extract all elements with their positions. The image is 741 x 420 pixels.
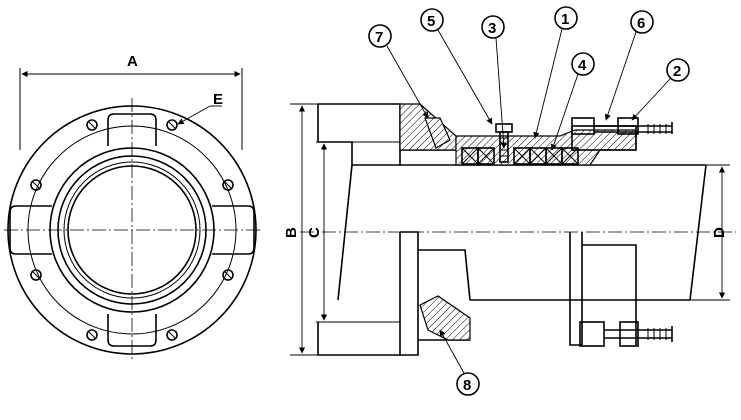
set-screw: [495, 123, 513, 163]
dim-d-label: D: [711, 227, 728, 238]
callout-4: 4: [550, 52, 595, 151]
bolt-hole: [86, 329, 98, 341]
svg-text:4: 4: [578, 57, 587, 74]
svg-text:3: 3: [488, 20, 496, 37]
bolt-hole: [166, 329, 178, 341]
dim-e-leader: [177, 105, 211, 125]
section-view: B C D 7 5 3 1: [283, 6, 736, 396]
callout-7: 7: [368, 24, 429, 119]
lug-top: [107, 113, 157, 146]
dim-e-label: E: [213, 91, 223, 108]
callout-8: 8: [439, 329, 480, 396]
right-flange-top: [571, 117, 673, 151]
svg-text:2: 2: [673, 63, 681, 80]
bolt-hole: [86, 119, 98, 131]
svg-text:5: 5: [427, 13, 435, 30]
callout-5: 5: [420, 8, 493, 125]
right-flange-bottom: [569, 232, 673, 347]
callout-2: 2: [631, 58, 690, 121]
lower-gland-section: [419, 295, 471, 341]
svg-text:6: 6: [637, 15, 645, 32]
bolt-holes: [30, 119, 234, 341]
end-view: A E: [4, 53, 262, 362]
bolt-hole: [166, 119, 178, 131]
callout-1: 1: [533, 6, 578, 139]
pipe-body: [300, 164, 736, 301]
bolt-hole: [30, 269, 42, 281]
svg-text:7: 7: [375, 29, 383, 46]
svg-text:1: 1: [561, 11, 569, 28]
gland-ring-inner: [424, 117, 451, 149]
bolt-hole: [222, 269, 234, 281]
dim-a-label: A: [127, 53, 138, 70]
callout-6: 6: [604, 10, 654, 121]
bolt-hole: [30, 179, 42, 191]
dim-b-label: B: [283, 227, 300, 238]
callout-3: 3: [481, 15, 507, 149]
svg-text:8: 8: [463, 377, 471, 394]
dim-c-label: C: [306, 227, 323, 238]
bolt-hole: [222, 179, 234, 191]
